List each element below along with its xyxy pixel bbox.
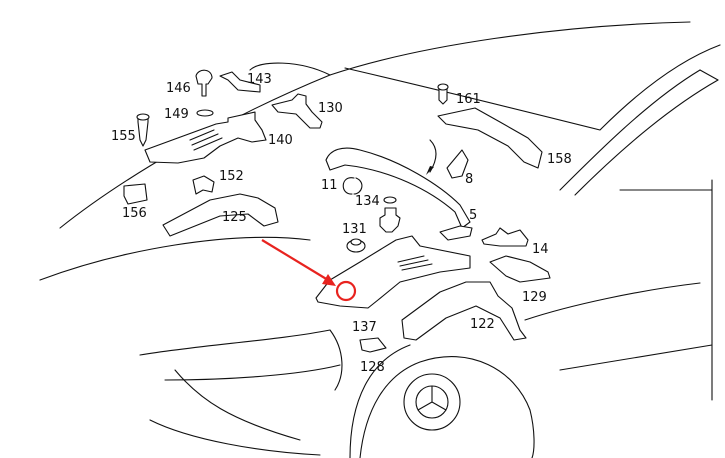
part-152-nut[interactable] [192, 175, 215, 195]
label-143: 143 [247, 72, 272, 87]
part-143-bracket[interactable] [219, 71, 261, 93]
part-146-clip[interactable] [195, 69, 213, 97]
part-14-bracket[interactable] [481, 227, 529, 247]
part-11-hose[interactable] [325, 147, 471, 229]
part-5-bracket[interactable] [439, 225, 473, 241]
part-122-wheelhouse[interactable] [401, 281, 527, 341]
highlight-arrowhead [322, 274, 336, 286]
label-130: 130 [318, 101, 343, 116]
part-131-nut[interactable] [346, 238, 366, 253]
label-125: 125 [222, 210, 247, 225]
highlight-circle [335, 280, 357, 302]
part-129-seal[interactable] [489, 255, 551, 283]
label-146: 146 [166, 81, 191, 96]
part-125-bracket[interactable] [162, 193, 279, 237]
label-131: 131 [342, 222, 367, 237]
label-5: 5 [469, 208, 477, 223]
label-140: 140 [268, 133, 293, 148]
part-140-cover[interactable] [144, 111, 267, 164]
label-156: 156 [122, 206, 147, 221]
label-137: 137 [352, 320, 377, 335]
part-149-washer[interactable] [196, 109, 214, 117]
label-129: 129 [522, 290, 547, 305]
label-152: 152 [219, 169, 244, 184]
part-8-bracket[interactable] [446, 149, 469, 179]
label-8: 8 [465, 172, 473, 187]
car-body-outline [39, 21, 721, 458]
part-130-bracket[interactable] [271, 93, 323, 129]
part-158-seal[interactable] [437, 107, 543, 169]
label-149: 149 [164, 107, 189, 122]
label-161: 161 [456, 92, 481, 107]
part-134-clip[interactable] [379, 196, 401, 233]
label-14: 14 [532, 242, 549, 257]
label-158: 158 [547, 152, 572, 167]
part-156-clip[interactable] [123, 183, 148, 205]
label-134: 134 [355, 194, 380, 209]
part-labels: 146 143 149 130 155 140 161 158 152 11 8… [111, 72, 572, 375]
label-122: 122 [470, 317, 495, 332]
part-128-block[interactable] [359, 337, 387, 353]
pointer-arrowhead-158 [426, 166, 434, 175]
label-128: 128 [360, 360, 385, 375]
label-11: 11 [321, 178, 338, 193]
label-155: 155 [111, 129, 136, 144]
part-11-clip[interactable] [342, 177, 363, 195]
part-155-screw[interactable] [136, 113, 150, 147]
highlight-arrow [261, 239, 329, 281]
part-161-clip[interactable] [437, 83, 449, 105]
